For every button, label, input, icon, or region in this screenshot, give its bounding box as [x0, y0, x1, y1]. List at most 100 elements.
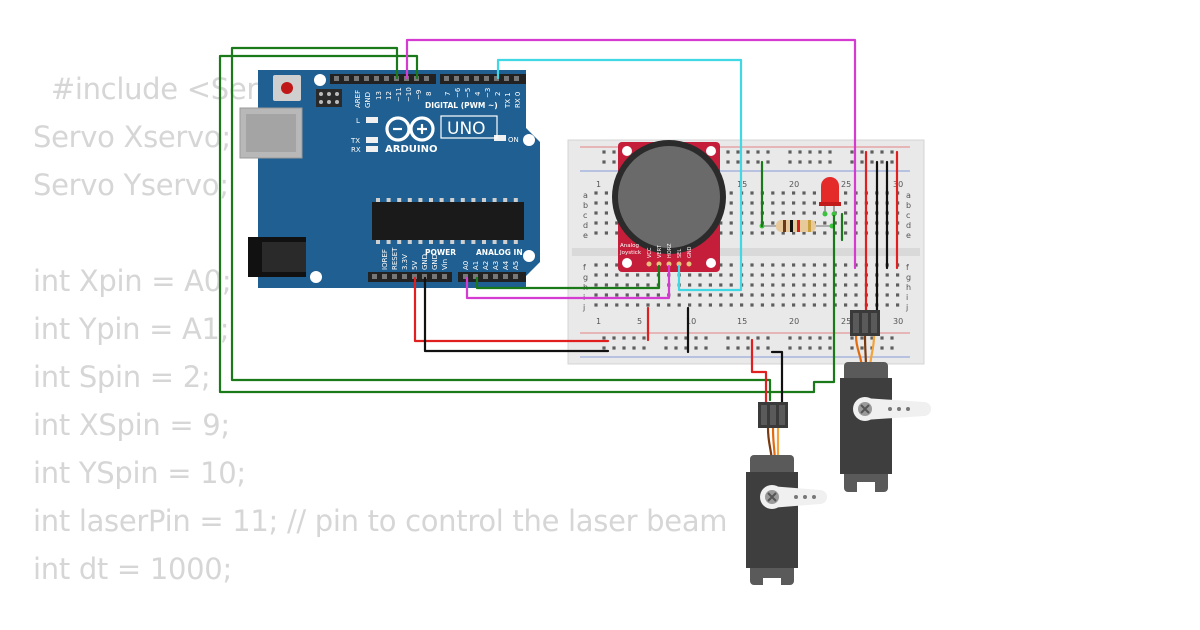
led-tx	[366, 137, 378, 143]
row-letter: h	[906, 283, 911, 292]
joystick-pin	[686, 261, 692, 267]
digital-header-right	[440, 74, 526, 84]
hole	[429, 240, 433, 244]
wire-magenta-servo2-signal[interactable]	[405, 38, 857, 270]
hole	[771, 263, 775, 267]
joystick-knob[interactable]	[618, 146, 720, 248]
hole	[622, 336, 626, 340]
wire-cyan-switch[interactable]	[496, 58, 743, 292]
hole	[798, 150, 802, 154]
tx-label: TX	[350, 137, 360, 145]
servo-motor-2[interactable]	[840, 310, 931, 492]
led-on	[494, 135, 506, 141]
wire-black-servo1[interactable]	[770, 350, 784, 404]
wires	[218, 38, 899, 404]
pin-label: 4	[474, 91, 482, 96]
hole	[781, 273, 785, 277]
wire-green-led[interactable]	[218, 54, 836, 394]
hole	[602, 346, 606, 350]
hole	[750, 283, 754, 287]
joystick-module[interactable]: Analog Joystick VCC VERT HORZ SEL GND	[612, 140, 726, 272]
hole	[802, 191, 806, 195]
hole	[482, 198, 486, 202]
joystick-pin	[676, 261, 682, 267]
hole	[854, 303, 858, 307]
pin-label: A3	[492, 261, 500, 270]
hole	[833, 263, 837, 267]
hole	[792, 293, 796, 297]
row-letter: b	[906, 201, 911, 210]
hole	[828, 160, 832, 164]
pin-label: A2	[482, 261, 490, 270]
hole	[615, 273, 619, 277]
wire-red-servo1[interactable]	[750, 338, 768, 404]
hole	[334, 76, 339, 81]
joystick-pin-labels: VCC VERT HORZ SEL GND	[647, 243, 693, 258]
hole	[719, 263, 723, 267]
digital-header-left	[330, 74, 436, 84]
hole	[771, 303, 775, 307]
wire-magenta-a1[interactable]	[465, 264, 671, 300]
wire-green-servo1-signal[interactable]	[230, 46, 772, 402]
hole	[750, 263, 754, 267]
hole	[625, 293, 629, 297]
row-letter: f	[906, 263, 909, 272]
hole	[792, 283, 796, 287]
hole	[771, 221, 775, 225]
hole	[870, 160, 874, 164]
mounting-hole	[622, 258, 632, 268]
icsp-header	[316, 89, 342, 107]
hole	[729, 283, 733, 287]
hole	[474, 76, 479, 81]
wire-green-a0[interactable]	[475, 264, 661, 290]
hole	[802, 263, 806, 267]
hole	[450, 240, 455, 244]
hole	[729, 273, 733, 277]
servo-horn[interactable]	[770, 486, 827, 508]
hole	[750, 293, 754, 297]
hole	[513, 274, 518, 279]
reset-button-cap[interactable]	[281, 82, 293, 94]
row-letter: b	[583, 201, 588, 210]
row-letter: e	[583, 231, 588, 240]
pin-label: Vin	[441, 259, 449, 270]
arduino-uno-board[interactable]: AREF GND 13 12 ~11 ~10 ~9 8 7 ~6 ~5 4 ~3…	[239, 70, 540, 288]
atmega-chip	[372, 202, 524, 240]
hole	[756, 160, 760, 164]
hole	[828, 346, 832, 350]
wire-red-5v[interactable]	[413, 276, 610, 343]
mounting-hole	[310, 271, 322, 283]
hole	[636, 283, 640, 287]
hole	[788, 160, 792, 164]
hole	[602, 336, 606, 340]
hole	[812, 293, 816, 297]
hole	[471, 198, 476, 202]
pin-label: A4	[502, 260, 510, 270]
hole	[792, 191, 796, 195]
hole	[729, 303, 733, 307]
hole	[726, 150, 730, 154]
hole	[602, 160, 606, 164]
hole	[756, 150, 760, 154]
hole	[604, 263, 608, 267]
pin-label: A5	[512, 261, 520, 270]
row-letter: i	[906, 293, 908, 302]
hole	[694, 336, 698, 340]
row-letter: a	[583, 191, 588, 200]
servo-motor-1[interactable]	[746, 402, 827, 588]
hole	[750, 303, 754, 307]
pin-label: AREF	[354, 90, 362, 108]
hole	[736, 336, 740, 340]
hole	[760, 231, 764, 235]
hole	[646, 303, 650, 307]
hole	[503, 274, 508, 279]
power-pin-labels: IOREF RESET 3.3V 5V GND GND Vin	[381, 247, 449, 270]
red-led[interactable]	[819, 177, 841, 217]
wire-black-gnd[interactable]	[423, 276, 610, 353]
hole	[708, 283, 712, 287]
digital-header-label: DIGITAL (PWM ~)	[425, 101, 498, 110]
hole	[719, 293, 723, 297]
hole	[850, 150, 854, 154]
hole	[376, 240, 380, 244]
hole	[746, 336, 750, 340]
